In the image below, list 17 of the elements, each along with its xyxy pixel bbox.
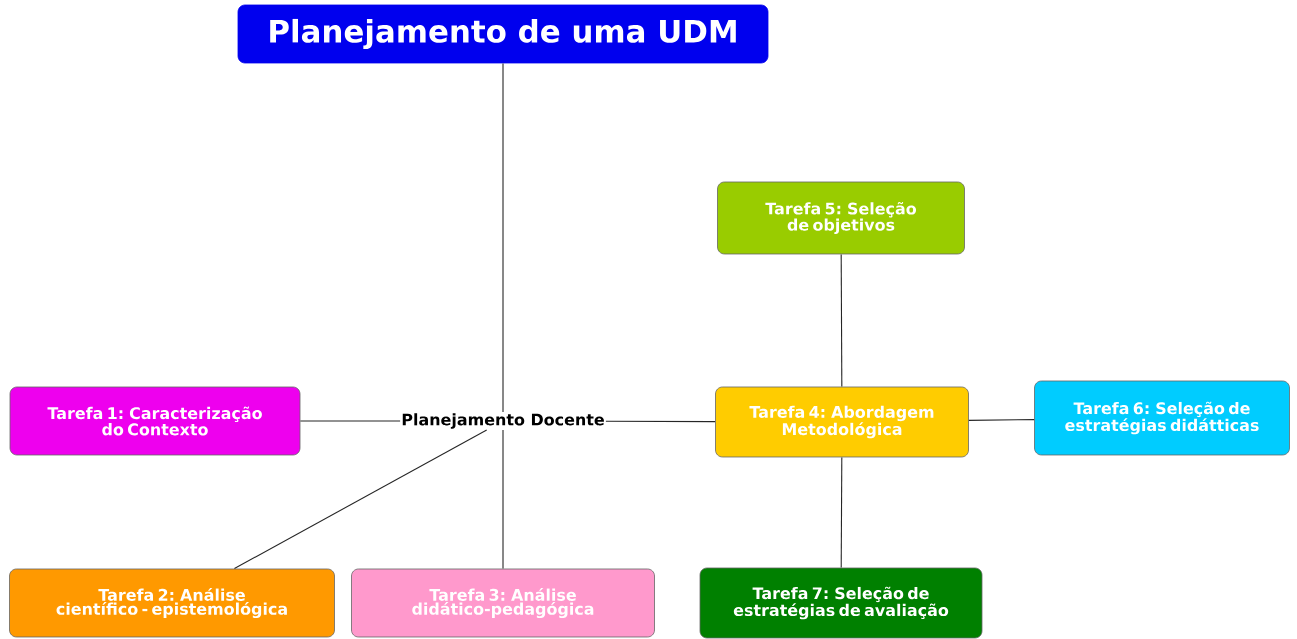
connector-line	[299, 420, 401, 422]
task-box: Tarefa 7: Seleção de estratégias de avaliação	[699, 567, 983, 639]
connector-line	[502, 62, 504, 413]
task-box: Tarefa 4: Abordagem Metodológica	[715, 386, 969, 458]
task-box: Tarefa 2: Análise científico - epistemológica	[9, 568, 335, 638]
task-box: Tarefa 3: Análise didático-pedagógica	[351, 568, 655, 638]
task-box: Tarefa 1: Caracterização do Contexto	[9, 386, 301, 456]
connector-line	[840, 456, 843, 569]
title-box: Planejamento de uma UDM	[237, 4, 769, 64]
connector-line	[502, 429, 504, 570]
task-box: Tarefa 5: Seleção de objetivos	[717, 181, 965, 255]
connector-line	[605, 420, 716, 423]
connector-line	[840, 253, 843, 388]
task-box: Tarefa 6: Seleção de estratégias didátticas	[1034, 380, 1290, 456]
center-label: Planejamento Docente	[400, 412, 606, 430]
connector-line	[968, 419, 1035, 421]
connector-line	[233, 429, 488, 570]
